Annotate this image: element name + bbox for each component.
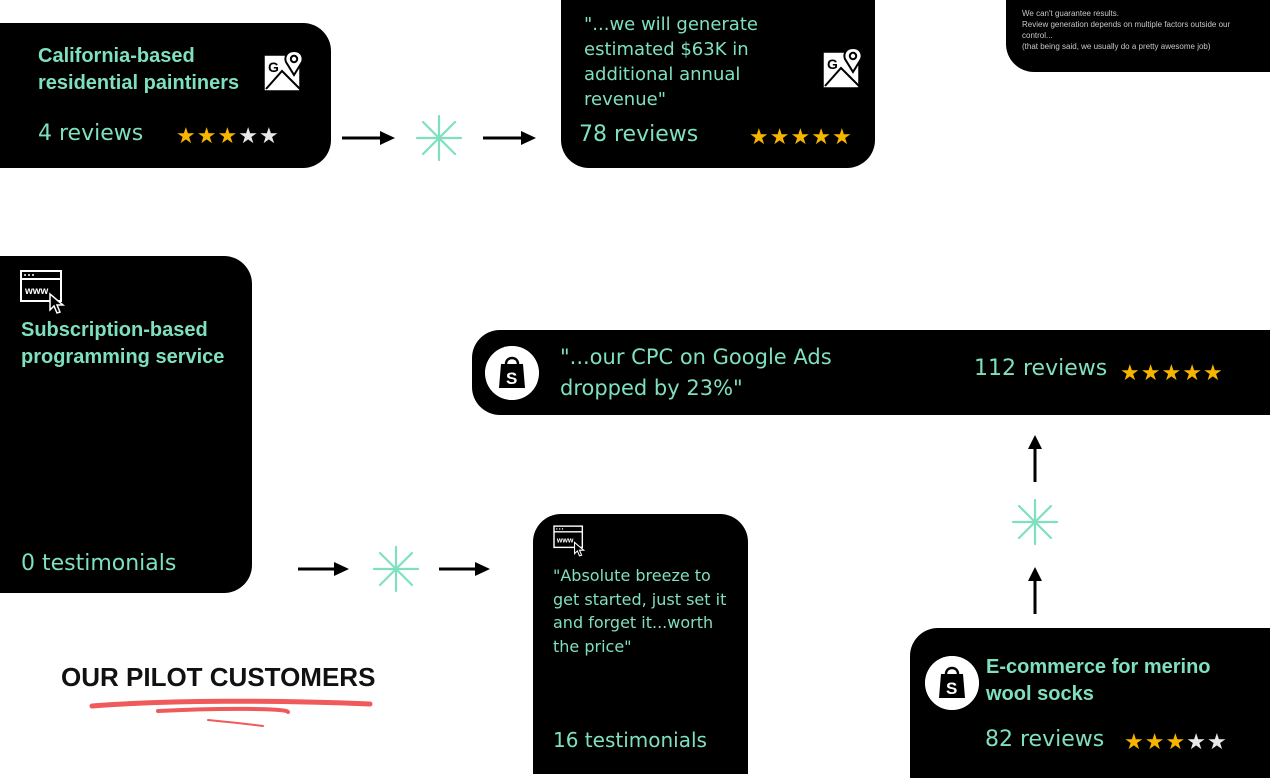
socks-after-stars: ★★★★★ — [1120, 360, 1224, 385]
programming-after-card: www "Absolute breeze to get started, jus… — [533, 514, 748, 774]
svg-text:G: G — [268, 59, 279, 75]
programming-before-count: 0 testimonials — [21, 551, 177, 576]
brush-underline — [89, 698, 373, 727]
painters-before-count: 4 reviews — [38, 121, 144, 146]
programming-after-quote: "Absolute breeze to get started, just se… — [553, 566, 727, 656]
socks-before-stars: ★★★★★ — [1124, 729, 1228, 754]
shopify-bag-icon: S — [925, 656, 979, 710]
socks-after-quote: "...our CPC on Google Ads dropped by 23%… — [560, 345, 832, 400]
google-maps-icon: G — [822, 46, 863, 89]
website-www-icon: www — [553, 525, 586, 557]
svg-text:S: S — [506, 369, 517, 388]
arrow-icon — [439, 562, 490, 576]
google-maps-icon: G — [263, 49, 304, 92]
programming-before-card: www Subscription-based programming servi… — [0, 256, 252, 593]
programming-title: Subscription-based programming service — [21, 319, 225, 368]
arrow-icon — [1028, 435, 1042, 482]
disclaimer-line-3: (that being said, we usually do a pretty… — [1022, 42, 1211, 51]
socks-before-count: 82 reviews — [985, 727, 1105, 752]
website-www-icon: www — [20, 270, 66, 314]
arrow-icon — [342, 131, 395, 145]
disclaimer-card: We can't guarantee results. Review gener… — [1006, 0, 1270, 72]
painters-before-card: California-based residential paintiners … — [0, 23, 331, 168]
disclaimer-line-1: We can't guarantee results. — [1022, 9, 1119, 18]
sparkle-icon — [415, 114, 463, 162]
sparkle-icon — [372, 545, 420, 593]
painters-title: California-based residential paintiners — [38, 45, 240, 94]
disclaimer-line-2: Review generation depends on multiple fa… — [1022, 20, 1231, 40]
svg-text:S: S — [946, 679, 957, 698]
painters-before-stars: ★★★★★ — [176, 123, 280, 148]
shopify-bag-icon: S — [485, 346, 539, 400]
svg-text:www: www — [556, 536, 574, 544]
svg-text:www: www — [24, 286, 49, 297]
arrow-icon — [1028, 567, 1042, 614]
painters-after-stars: ★★★★★ — [749, 124, 853, 149]
painters-after-quote: "...we will generate estimated $63K in a… — [584, 14, 758, 110]
svg-text:G: G — [827, 56, 838, 72]
arrow-icon — [483, 131, 536, 145]
section-title: OUR PILOT CUSTOMERS — [61, 662, 376, 692]
socks-after-count: 112 reviews — [974, 356, 1108, 381]
sparkle-icon — [1011, 498, 1059, 546]
socks-title: E-commerce for merino wool socks — [986, 656, 1211, 705]
painters-after-count: 78 reviews — [579, 122, 699, 147]
socks-before-card: S E-commerce for merino wool socks 82 re… — [910, 628, 1270, 778]
arrow-icon — [298, 562, 349, 576]
socks-after-card: S "...our CPC on Google Ads dropped by 2… — [472, 330, 1270, 415]
programming-after-count: 16 testimonials — [553, 728, 707, 752]
painters-after-card: "...we will generate estimated $63K in a… — [561, 0, 875, 168]
